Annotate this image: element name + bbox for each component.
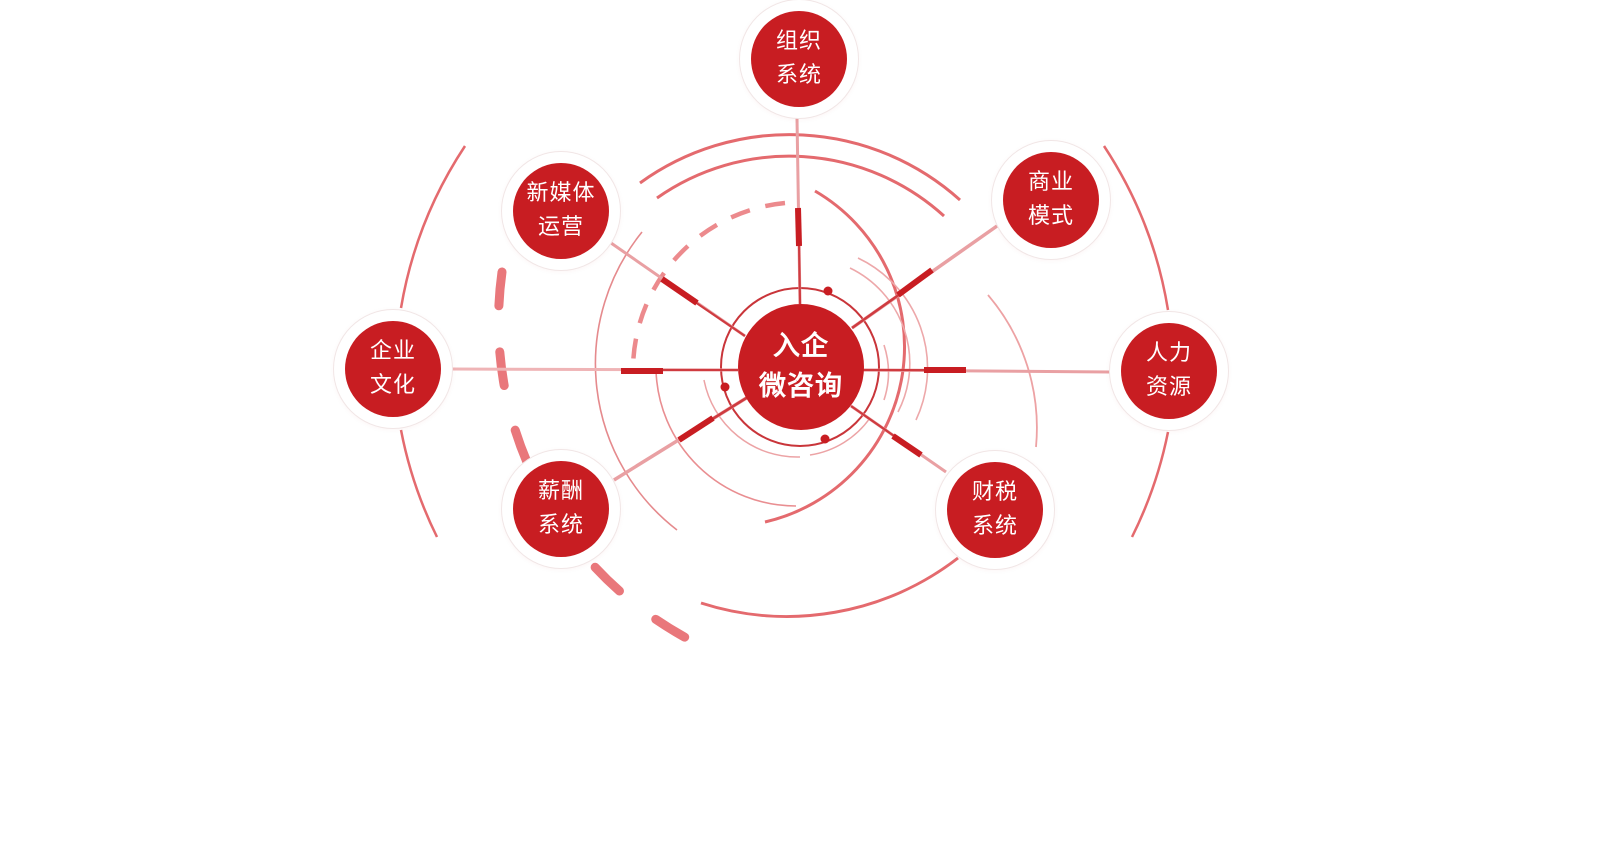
outer-arc-left-bottom xyxy=(399,429,439,538)
inner-arc-bottom-left xyxy=(655,369,797,507)
spoke-business-accent xyxy=(896,267,934,298)
center-ring-dot-top xyxy=(823,286,833,296)
top-arc-outer xyxy=(639,133,962,202)
node-hr-line2: 资源 xyxy=(1145,375,1192,400)
node-salary-disc: 薪酬 系统 xyxy=(513,461,609,557)
inner-arc-right-2 xyxy=(849,267,911,413)
spoke-salary-accent xyxy=(677,415,715,443)
outer-arc-right-bottom xyxy=(1130,431,1170,538)
node-org-line1: 组织 xyxy=(775,29,822,54)
spoke-media-accent xyxy=(660,276,699,306)
node-finance-disc: 财税 系统 xyxy=(947,462,1043,558)
node-media-line2: 运营 xyxy=(537,215,584,240)
spoke-finance-accent xyxy=(891,433,923,458)
center-line1: 入企 xyxy=(773,331,829,362)
node-hr-line1: 人力 xyxy=(1145,341,1192,366)
inner-arc-right-3 xyxy=(883,344,890,401)
thin-arc-far-right xyxy=(987,294,1038,448)
node-hr-disc: 人力 资源 xyxy=(1121,323,1217,419)
node-culture-line1: 企业 xyxy=(369,339,416,364)
spoke-org-inner xyxy=(797,239,802,305)
node-finance-line1: 财税 xyxy=(971,480,1018,505)
node-salary-line1: 薪酬 xyxy=(537,479,584,504)
outer-arc-right-top xyxy=(1102,145,1170,311)
spoke-media-inner xyxy=(694,301,746,337)
top-arc-inner xyxy=(656,154,946,218)
node-business-line2: 模式 xyxy=(1027,204,1074,229)
dashed-arc-thick xyxy=(494,267,695,645)
inner-arc-right-1 xyxy=(857,257,929,421)
node-hr[interactable]: 人力 资源 xyxy=(1110,312,1228,430)
node-media-disc: 新媒体 运营 xyxy=(513,163,609,259)
node-salary[interactable]: 薪酬 系统 xyxy=(502,450,620,568)
node-org-disc: 组织 系统 xyxy=(751,11,847,107)
inner-arc-small-left xyxy=(703,379,801,458)
center-node[interactable]: 入企 微咨询 xyxy=(738,304,864,430)
node-business[interactable]: 商业 模式 xyxy=(992,141,1110,259)
node-org[interactable]: 组织 系统 xyxy=(740,0,858,118)
outer-arc-left-top xyxy=(399,145,467,309)
thin-arc-right-large xyxy=(764,189,907,524)
center-ring-dot-left xyxy=(720,382,730,392)
spoke-business-inner xyxy=(851,292,901,330)
node-org-line2: 系统 xyxy=(775,63,822,88)
spoke-org-accent xyxy=(795,207,802,247)
node-media-line1: 新媒体 xyxy=(526,181,596,206)
node-culture[interactable]: 企业 文化 xyxy=(334,310,452,428)
dashed-arc-medium xyxy=(630,200,786,371)
node-salary-line2: 系统 xyxy=(537,513,584,538)
node-finance[interactable]: 财税 系统 xyxy=(936,451,1054,569)
node-business-line1: 商业 xyxy=(1027,170,1074,195)
node-culture-line2: 文化 xyxy=(369,373,416,398)
node-business-disc: 商业 模式 xyxy=(1003,152,1099,248)
node-culture-disc: 企业 文化 xyxy=(345,321,441,417)
node-media[interactable]: 新媒体 运营 xyxy=(502,152,620,270)
center-line2: 微咨询 xyxy=(759,371,843,402)
thin-arc-left xyxy=(594,231,678,531)
center-ring-dot-bottom xyxy=(820,434,830,444)
inner-arc-small-right xyxy=(809,417,871,456)
node-finance-line2: 系统 xyxy=(971,514,1018,539)
bottom-arc xyxy=(700,556,959,618)
